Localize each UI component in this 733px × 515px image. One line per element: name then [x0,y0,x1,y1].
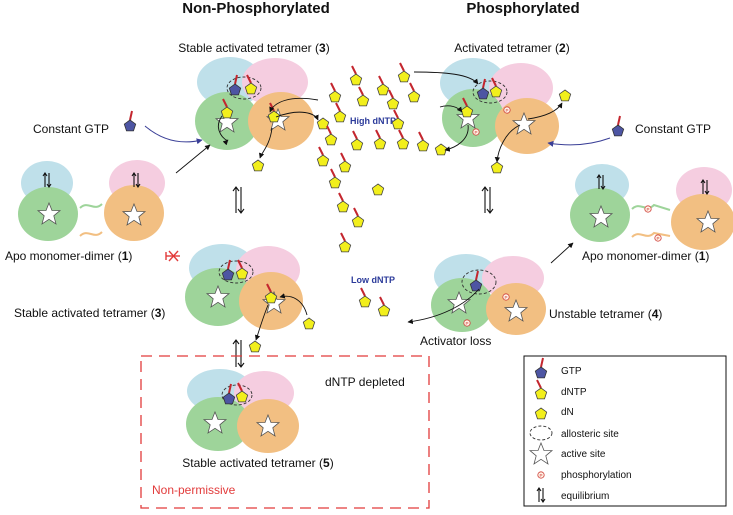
legend-item-active-site: active site [529,442,606,465]
label-activated-tetramer: Activated tetramer (2) [454,41,569,55]
legend-item-allosteric-site: allosteric site [529,425,619,441]
legend-item-dntp: dNTP [534,379,587,400]
tetramer-stable-mid [185,244,303,330]
svg-text:allosteric site: allosteric site [561,429,619,440]
label-activator-loss: Activator loss [420,334,491,348]
dntp-pool-high [316,62,430,253]
tetramer-unstable [431,254,546,335]
svg-text:dN: dN [561,407,574,418]
tetramer-stable-depleted [186,369,299,453]
label-unstable-tetramer: Unstable tetramer (4) [549,307,662,321]
svg-text:dNTP: dNTP [561,387,587,398]
header-non-phosphorylated: Non-Phosphorylated [182,0,330,17]
label-constant-gtp-left: Constant GTP [33,122,109,136]
label-constant-gtp-right: Constant GTP [635,122,711,136]
legend-box [523,355,727,507]
legend: GTP dNTP dN allosteric site active site … [529,357,632,503]
legend-item-equilibrium: equilibrium [536,487,609,503]
apo-monomer-dimer-right [570,164,733,250]
equilibrium-arrow-bottom [232,339,245,368]
label-stable-activated-tetramer-mid: Stable activated tetramer (3) [14,306,165,320]
label-dntp-depleted: dNTP depleted [325,375,405,389]
label-stable-activated-tetramer-top: Stable activated tetramer (3) [178,41,329,55]
header-phosphorylated: Phosphorylated [466,0,579,17]
tetramer-activated-phosphorylated [440,58,559,154]
allosteric-site-icon [226,76,262,100]
label-apo-left: Apo monomer-dimer (1) [5,249,132,263]
label-apo-right: Apo monomer-dimer (1) [582,249,709,263]
svg-text:phosphorylation: phosphorylation [561,470,632,481]
phosphorylation-icon [537,471,545,479]
label-stable-activated-tetramer-bottom: Stable activated tetramer (5) [182,456,333,470]
dntp-pool-low [358,287,391,317]
equilibrium-arrow-left [232,186,245,214]
svg-text:active site: active site [561,449,606,460]
legend-item-gtp: GTP [534,357,582,379]
allosteric-site-icon [529,425,553,441]
blocked-symbol [165,250,180,262]
apo-monomer-dimer-left [18,160,165,241]
dntp-depleted-box [140,355,430,509]
svg-text:GTP: GTP [561,366,582,377]
legend-item-phosphorylation: phosphorylation [537,470,632,481]
label-high-dntp: High dNTP [350,116,396,126]
label-non-permissive: Non-permissive [152,483,236,497]
equilibrium-arrow-right [481,186,494,214]
label-low-dntp: Low dNTP [351,275,395,285]
legend-item-dn: dN [534,407,574,420]
svg-text:equilibrium: equilibrium [561,491,609,502]
tetramer-stable-top [195,57,314,150]
